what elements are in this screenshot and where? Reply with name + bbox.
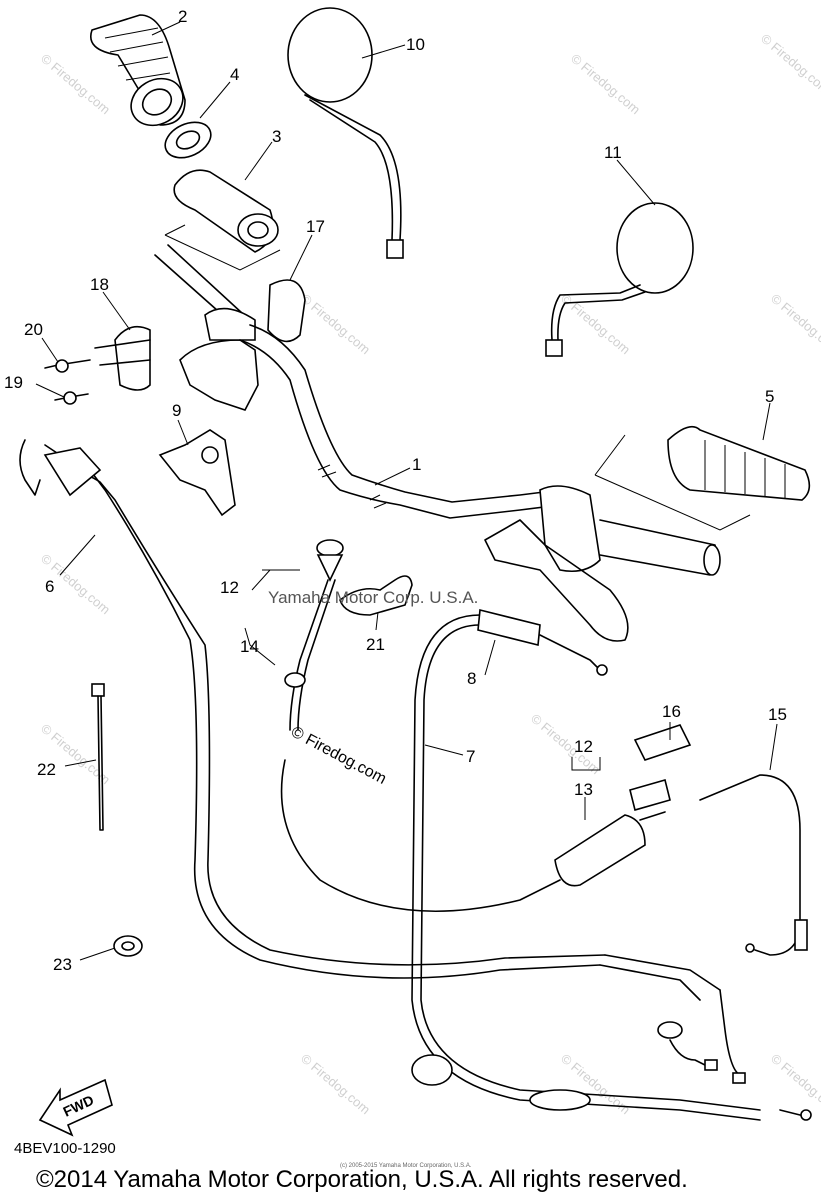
svg-text:© Firedog.com: © Firedog.com (298, 291, 373, 357)
label-8: 8 (467, 669, 476, 688)
label-6: 6 (45, 577, 54, 596)
label-14: 14 (240, 637, 259, 656)
label-2: 2 (178, 7, 187, 26)
throttle-cable-drawing (411, 614, 812, 1121)
svg-text:© Firedog.com: © Firedog.com (568, 51, 643, 117)
right-mirror-drawing (545, 202, 694, 357)
label-12b: 12 (574, 737, 593, 756)
label-9: 9 (172, 401, 181, 420)
master-cylinder-drawing (154, 244, 259, 411)
label-11: 11 (604, 143, 622, 162)
svg-text:© Firedog.com: © Firedog.com (768, 1051, 821, 1117)
svg-text:© Firedog.com: © Firedog.com (38, 51, 113, 117)
watermark-center: Yamaha Motor Corp. U.S.A. (268, 588, 478, 607)
fwd-arrow: FWD (38, 1078, 113, 1137)
label-13: 13 (574, 780, 593, 799)
assembly-bracket-line (164, 224, 281, 271)
switch-housing-drawing (44, 279, 306, 405)
label-21: 21 (366, 635, 385, 654)
right-grip-drawing (667, 425, 811, 501)
small-copyright: (c) 2005-2015 Yamaha Motor Corporation, … (340, 1163, 472, 1169)
washer-drawing (164, 121, 212, 159)
label-16: 16 (662, 702, 681, 721)
choke-plunger-drawing (554, 811, 666, 887)
clutch-lever-holder-drawing (158, 429, 236, 517)
svg-text:© Firedog.com: © Firedog.com (768, 291, 821, 357)
left-grip-drawing (90, 14, 186, 127)
label-20: 20 (24, 320, 43, 339)
bracket-drawing (339, 575, 413, 616)
handlebar-drawing (239, 324, 561, 519)
clamp-drawing (113, 935, 143, 957)
starter-cable-drawing (629, 724, 808, 956)
label-22: 22 (37, 760, 56, 779)
label-4: 4 (230, 65, 239, 84)
label-1: 1 (412, 455, 421, 474)
clutch-cable-drawing (19, 439, 606, 979)
watermark-firedog: © Firedog.com (288, 724, 389, 788)
label-12: 12 (220, 578, 239, 597)
label-10: 10 (406, 35, 425, 54)
throttle-cable-end-drawing (477, 608, 608, 676)
grip-bracket-line (594, 434, 751, 531)
leader-lines (35, 21, 778, 961)
lower-cable-ends-drawing (599, 954, 746, 1084)
throttle-tube-drawing (173, 169, 279, 253)
label-3: 3 (272, 127, 281, 146)
label-19: 19 (4, 373, 23, 392)
svg-text:© Firedog.com: © Firedog.com (758, 31, 821, 97)
diagram-code: 4BEV100-1290 (14, 1140, 116, 1157)
label-5: 5 (765, 387, 774, 406)
copyright-notice: ©2014 Yamaha Motor Corporation, U.S.A. A… (36, 1166, 688, 1193)
label-15: 15 (768, 705, 787, 724)
left-mirror-drawing (287, 7, 404, 259)
label-7: 7 (466, 747, 475, 766)
svg-text:© Firedog.com: © Firedog.com (298, 1051, 373, 1117)
part-number-labels: 2 4 3 10 11 17 18 20 19 9 1 5 6 12 14 21… (4, 7, 787, 974)
label-17: 17 (306, 217, 325, 236)
cable-tie-drawing (91, 683, 105, 831)
throttle-housing-drawing (484, 485, 721, 642)
choke-knob-drawing (280, 539, 561, 912)
label-23: 23 (53, 955, 72, 974)
label-18: 18 (90, 275, 109, 294)
